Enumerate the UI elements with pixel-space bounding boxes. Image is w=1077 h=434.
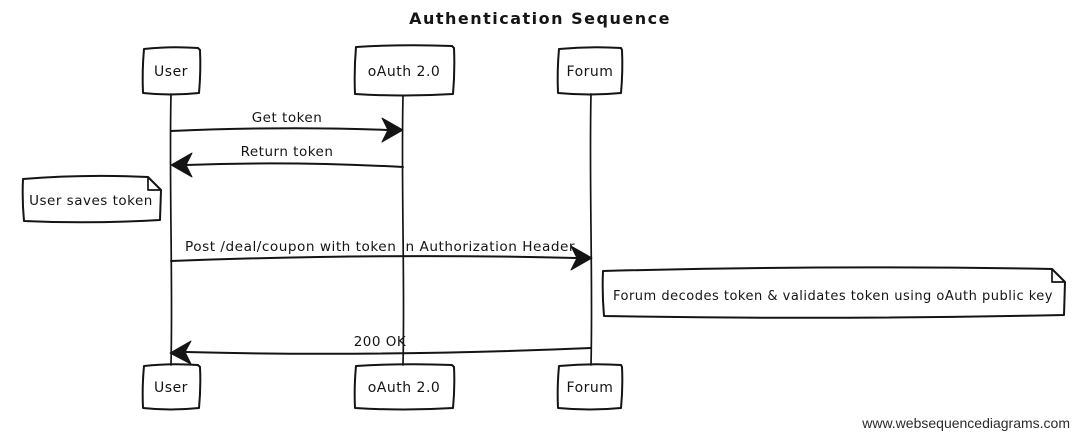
- actor-label-user-top: User: [154, 64, 188, 80]
- message-arrowhead-get-token: [381, 117, 404, 143]
- diagram-title: Authentication Sequence: [409, 9, 671, 28]
- watermark: www.websequencediagrams.com: [861, 415, 1070, 431]
- actor-box-oauth-bottom: [353, 363, 456, 411]
- note-fold-user-saves-token: [147, 176, 162, 191]
- message-label-return-token: Return token: [241, 144, 334, 160]
- message-line-get-token: [170, 127, 389, 132]
- actor-box-forum-bottom: [556, 363, 624, 411]
- lifeline-oauth: [401, 95, 405, 366]
- message-line-post-deal-coupon: [170, 255, 577, 262]
- lifeline-forum: [589, 93, 593, 366]
- message-arrowhead-200-ok: [169, 340, 192, 365]
- note-label-forum-decodes-token: Forum decodes token & validates token us…: [613, 288, 1053, 304]
- note-box-user-saves-token: [21, 174, 162, 224]
- actor-label-oauth-bottom: oAuth 2.0: [368, 380, 441, 396]
- actor-box-forum-top: [556, 46, 624, 96]
- message-arrowhead-return-token: [170, 152, 193, 178]
- actor-label-user-bottom: User: [154, 380, 188, 396]
- lifeline-user: [169, 93, 173, 366]
- message-label-get-token: Get token: [252, 110, 323, 126]
- message-arrowhead-post-deal-coupon: [570, 245, 593, 271]
- message-label-200-ok: 200 OK: [354, 334, 407, 350]
- actor-box-oauth-top: [353, 44, 456, 97]
- actor-label-forum-bottom: Forum: [567, 380, 614, 396]
- actor-box-user-top: [141, 46, 202, 96]
- actor-label-forum-top: Forum: [567, 64, 614, 80]
- message-label-post-deal-coupon: Post /deal/coupon with token in Authoriz…: [185, 239, 575, 255]
- message-line-200-ok: [185, 347, 592, 355]
- message-line-return-token: [185, 162, 404, 168]
- note-fold-forum-decodes-token: [1051, 268, 1066, 283]
- actor-label-oauth-top: oAuth 2.0: [368, 64, 441, 80]
- note-label-user-saves-token: User saves token: [29, 193, 153, 209]
- actor-box-user-bottom: [141, 363, 202, 411]
- note-box-forum-decodes-token: [601, 266, 1066, 319]
